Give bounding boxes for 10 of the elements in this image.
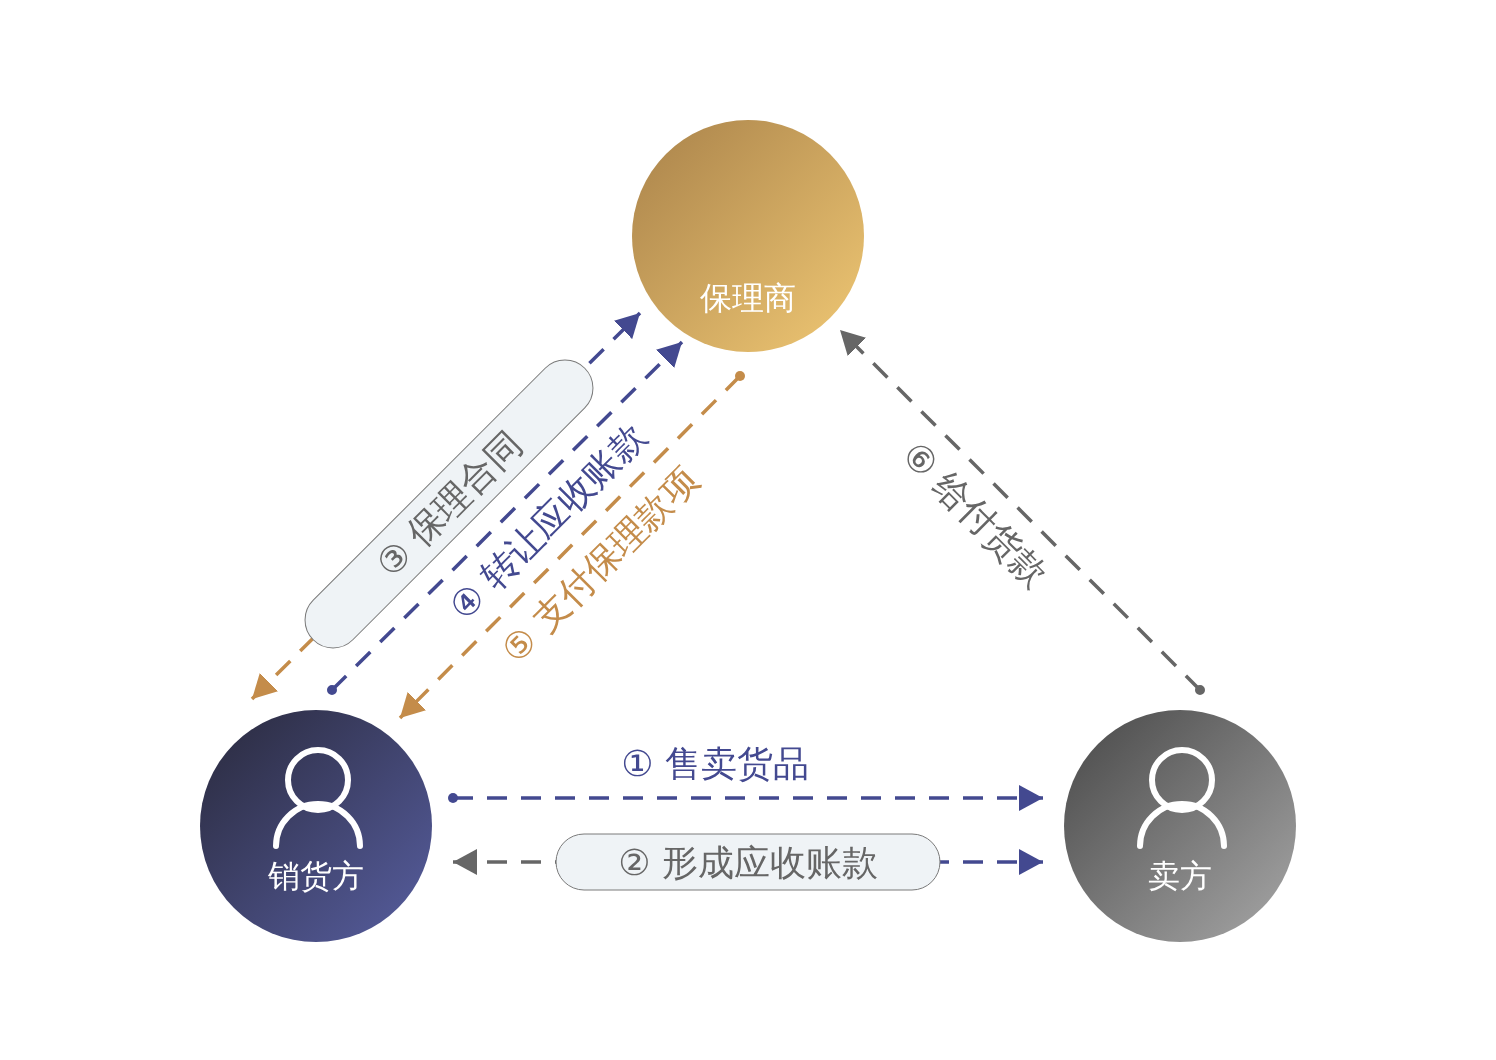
arrow [327,340,684,695]
node-label: 卖方 [1147,856,1213,896]
edge-label: ② 形成应收账款 [555,833,941,891]
arrow [398,371,745,720]
node-label: 保理商 [699,278,797,318]
edge-label: ① 售卖货品 [621,742,809,786]
arrow [838,328,1205,695]
arrow [448,785,1043,811]
edge-label: ⑥ 给付货款 [893,433,1057,597]
node-label: 销货方 [267,856,365,896]
